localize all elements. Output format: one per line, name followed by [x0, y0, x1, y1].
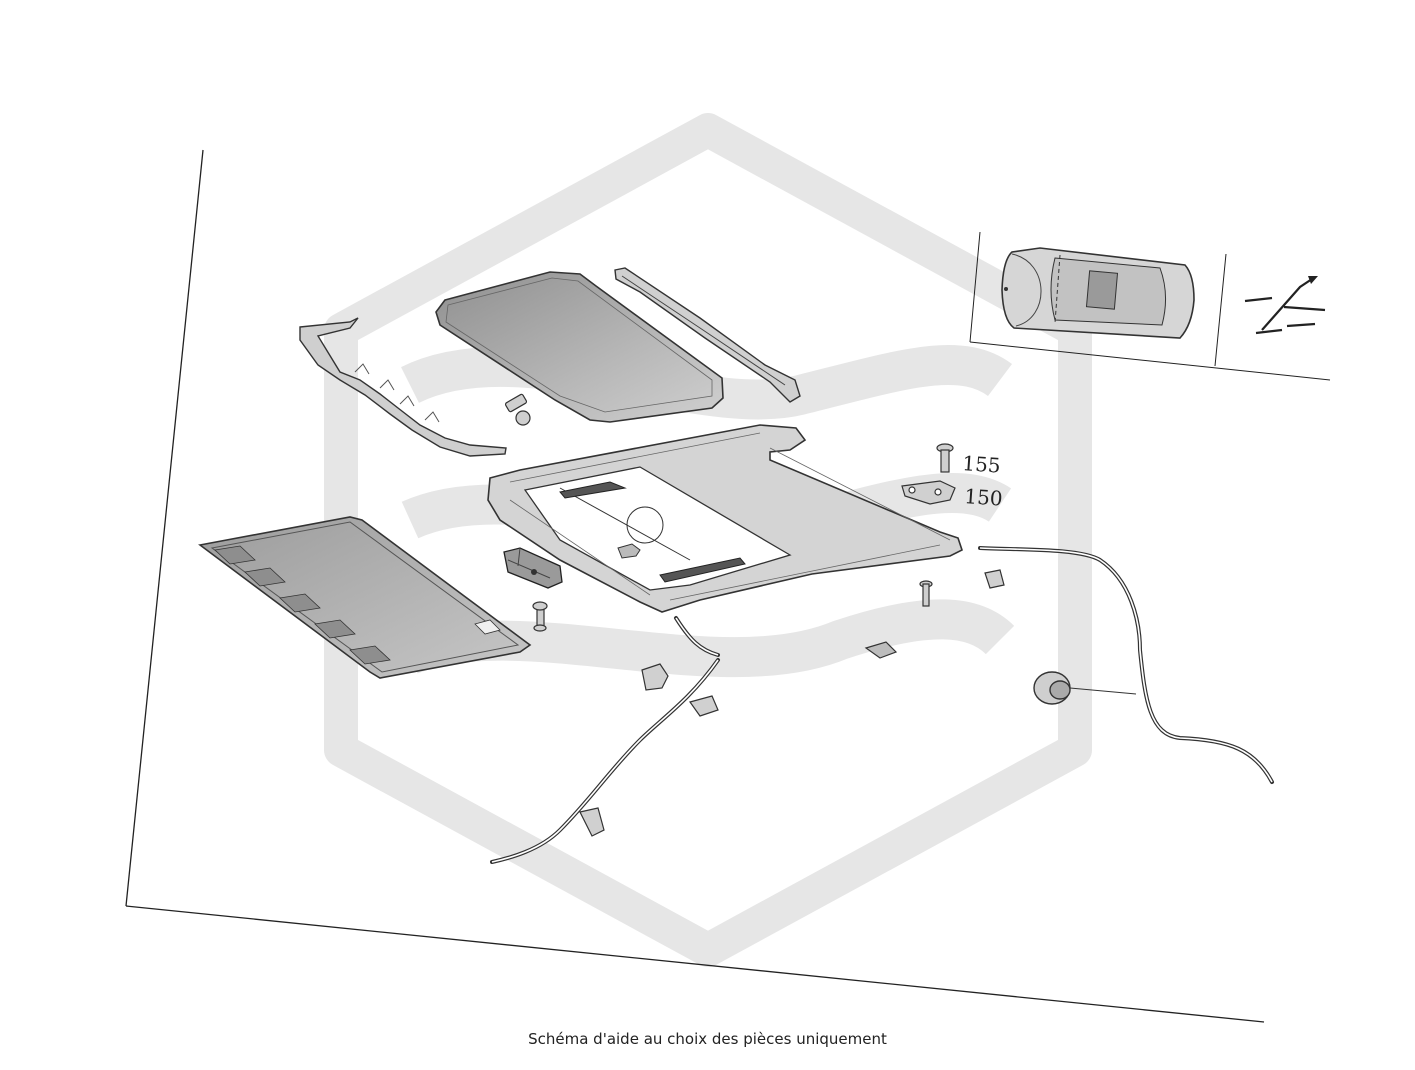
callout-150: 150 [964, 484, 1004, 511]
screw-bolt-icon [919, 580, 933, 607]
screw-bolt-icon [532, 601, 548, 632]
part-150-bracket-icon [901, 480, 956, 505]
part-155-bolt-icon [936, 443, 954, 473]
diagram-caption: Schéma d'aide au choix des pièces unique… [528, 1030, 887, 1048]
hose-clip-icon [984, 569, 1005, 589]
sunshade-panel [198, 516, 532, 679]
sunroof-open-icon [1244, 276, 1326, 335]
vehicle-locator-inset [969, 231, 1331, 381]
front-drain-hose [978, 546, 1274, 784]
frame-drain-tube [559, 487, 691, 561]
sunroof-frame [487, 424, 963, 613]
sheet-frame [125, 149, 1265, 1023]
callout-155: 155 [962, 451, 1002, 478]
hose-clip-icon [689, 695, 719, 717]
wind-deflector-strip [614, 267, 801, 403]
car-top-view-icon [1001, 247, 1195, 339]
glass-panel [435, 271, 724, 423]
sunroof-motor [503, 547, 563, 589]
hose-clip-icon [579, 807, 605, 837]
rear-drain-hose-inner [491, 617, 719, 863]
rear-seal-strip [299, 317, 507, 457]
hose-clip-icon [641, 663, 669, 691]
drain-grommet-icon [1033, 671, 1137, 705]
screw-bolt-icon [504, 393, 531, 426]
front-drain-hose-inner [979, 547, 1273, 783]
connector-clip-icon [864, 641, 898, 659]
